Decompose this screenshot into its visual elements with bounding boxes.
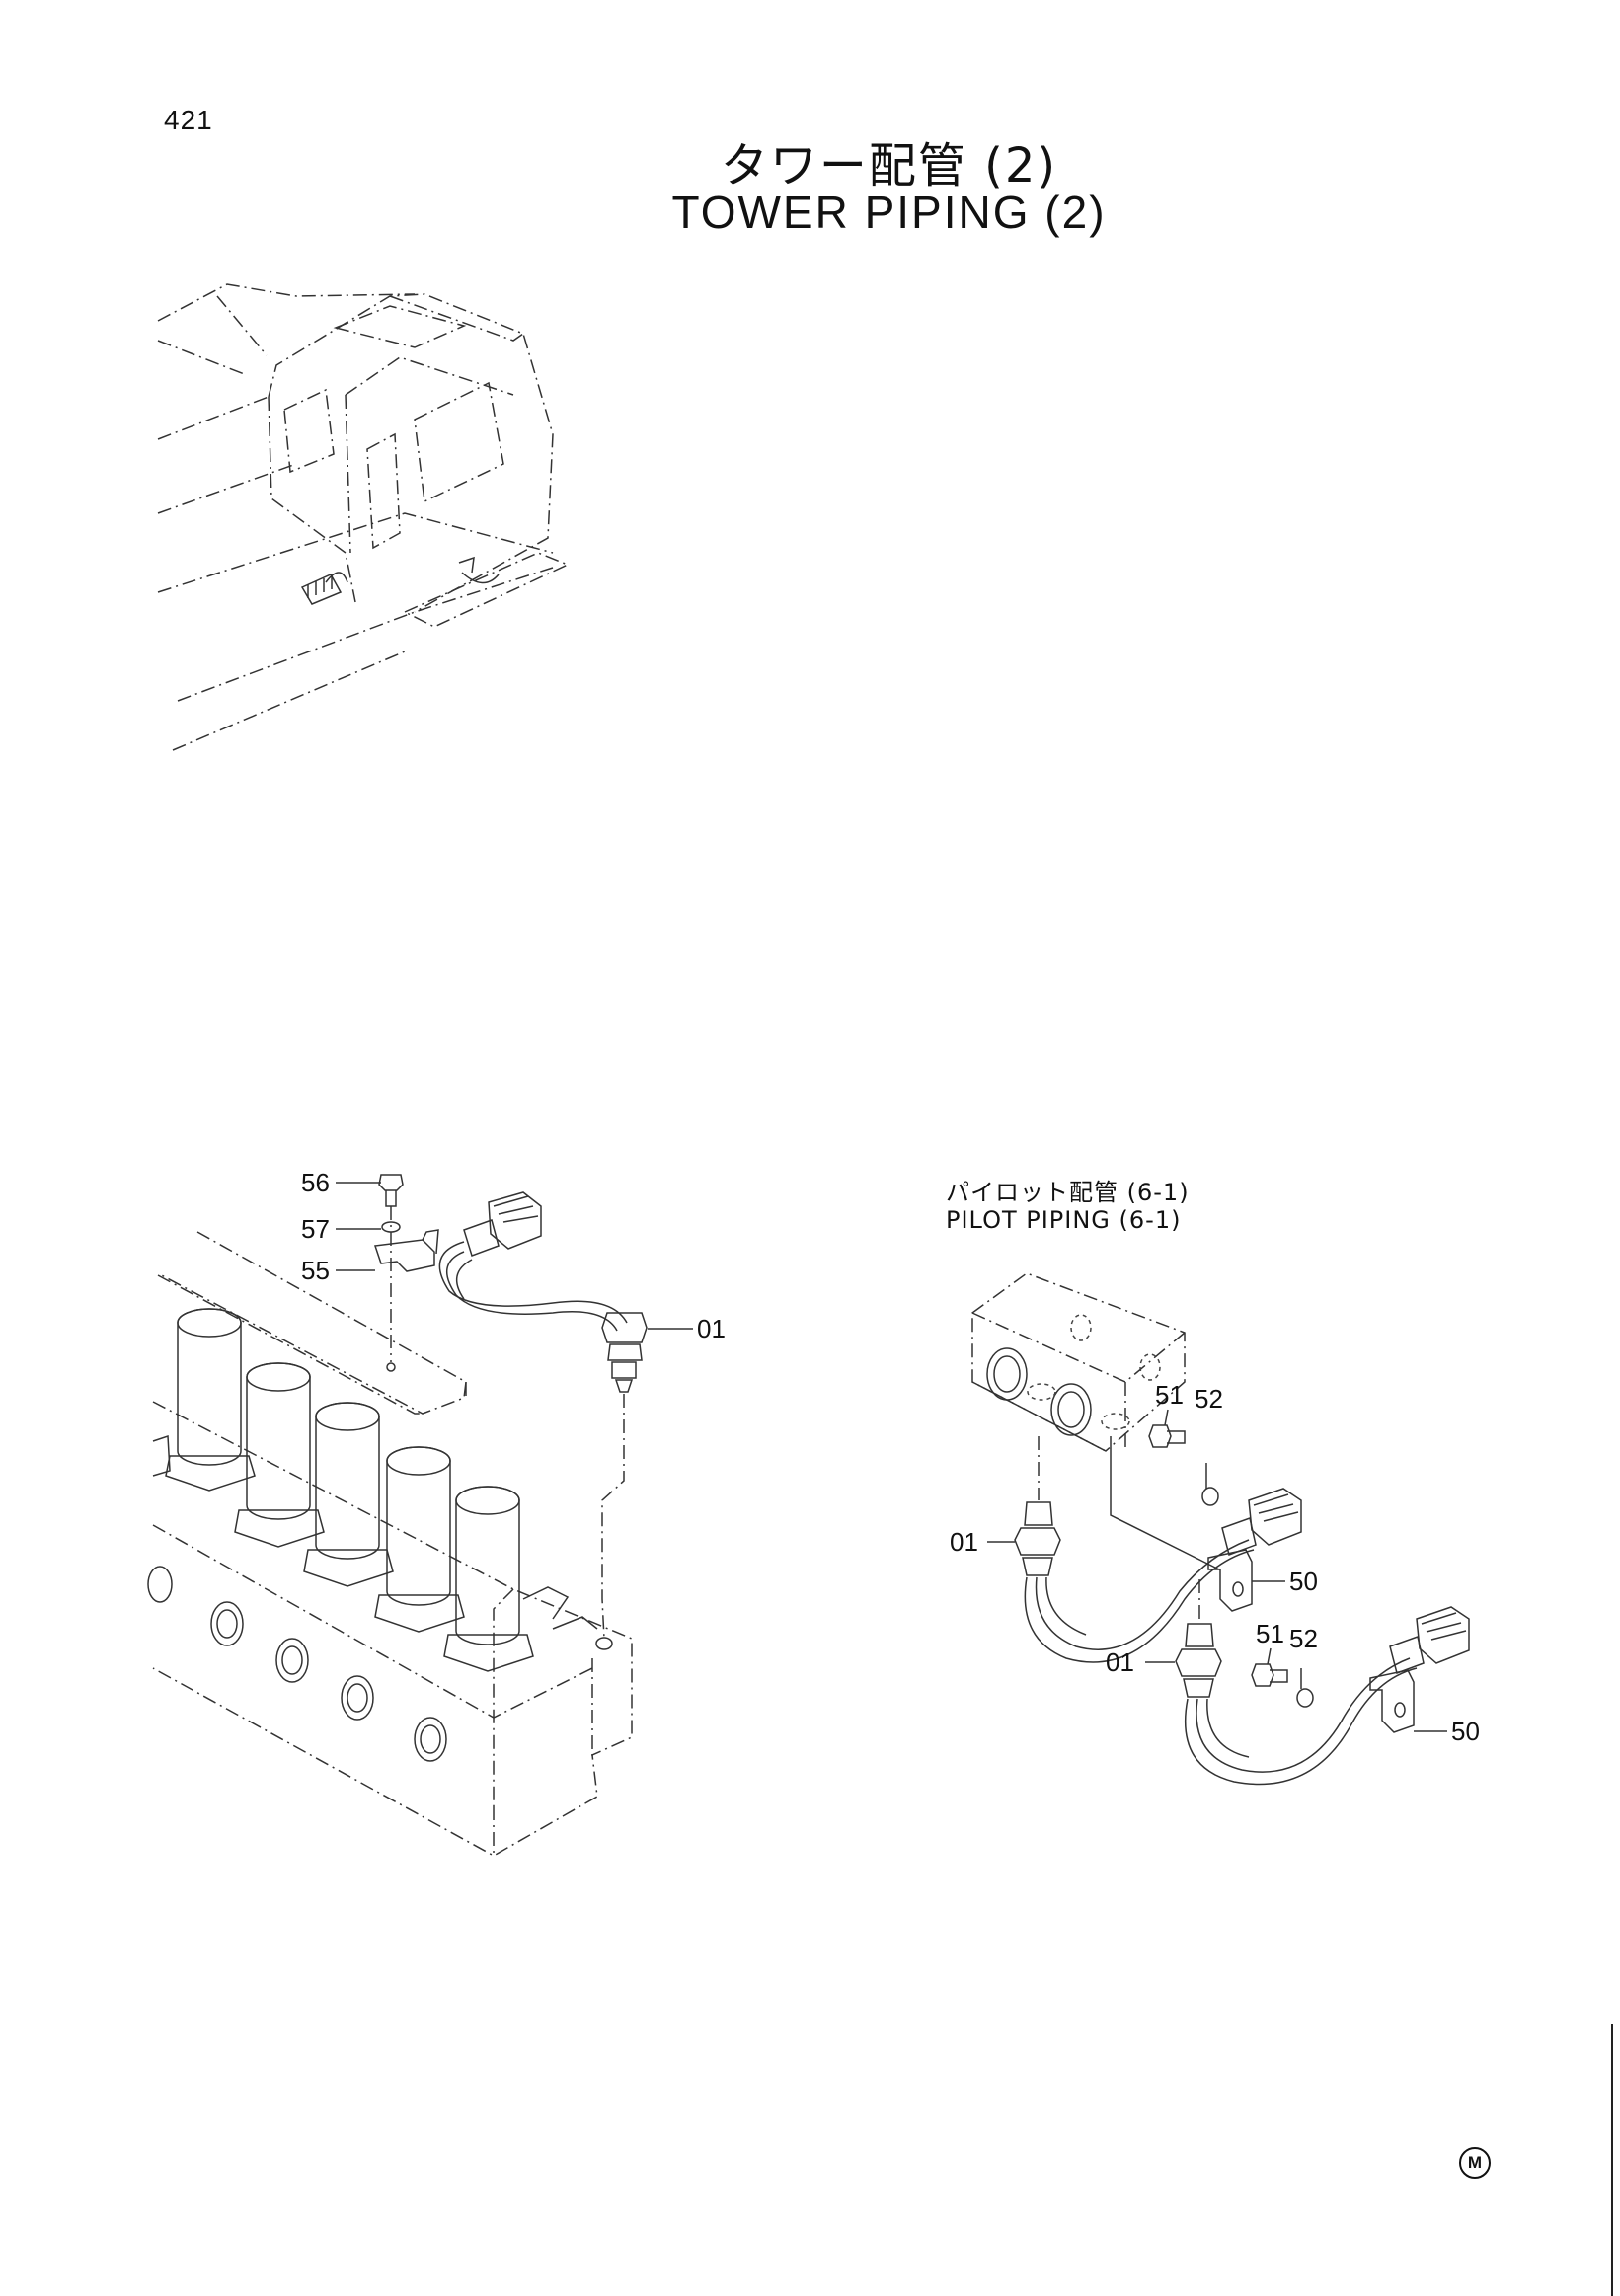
- callout-51-upper: 51: [1155, 1380, 1184, 1410]
- reference-english: PILOT PIPING (6-1): [946, 1206, 1182, 1234]
- callout-52-lower: 52: [1289, 1624, 1318, 1653]
- model-mark: M: [1459, 2147, 1491, 2179]
- pilot-block-drawing: [971, 1272, 1470, 1786]
- valve-bank-drawing: [147, 1174, 648, 1857]
- machine-overview-drawing: [157, 283, 570, 751]
- leader-lines: [336, 1182, 1447, 1732]
- callout-01-lower: 01: [1106, 1647, 1134, 1677]
- callout-01-left: 01: [697, 1314, 726, 1343]
- page-title-japanese: タワー配管 (2): [720, 138, 1058, 193]
- page-edge-rule: [1611, 2024, 1613, 2296]
- callout-01-upper: 01: [950, 1527, 978, 1557]
- reference-japanese: パイロット配管 (6-1): [946, 1179, 1190, 1206]
- callout-51-lower: 51: [1256, 1619, 1284, 1648]
- callout-55: 55: [301, 1256, 330, 1285]
- page-title-english: TOWER PIPING (2): [671, 187, 1107, 238]
- callout-57: 57: [301, 1214, 330, 1244]
- callout-56: 56: [301, 1168, 330, 1197]
- callout-50-lower: 50: [1451, 1717, 1480, 1746]
- page-number: 421: [164, 105, 213, 135]
- callout-52-upper: 52: [1195, 1384, 1223, 1414]
- callout-50-upper: 50: [1289, 1567, 1318, 1596]
